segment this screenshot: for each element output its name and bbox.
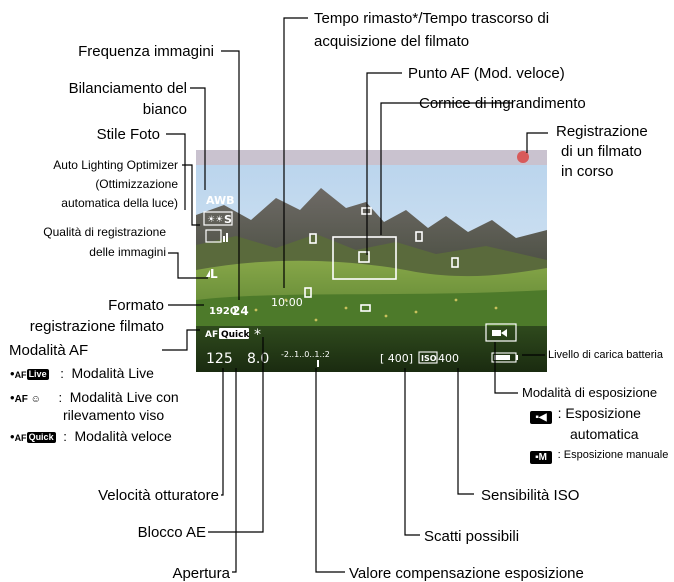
recording-dot — [517, 151, 529, 163]
label-apertura: Apertura — [172, 565, 230, 582]
osd-ae-lock: * — [254, 327, 261, 343]
label-bilanciamento-line2: bianco — [142, 101, 187, 118]
label-frequenza: Frequenza immagini — [78, 43, 214, 60]
legend-af-face: •AF ☺ : Modalità Live con — [10, 389, 179, 405]
osd-af-prefix: AF — [205, 330, 218, 340]
label-modalita-esposizione: Modalità di esposizione — [522, 385, 658, 400]
osd-awb: AWB — [206, 194, 235, 207]
label-tempo-line2: acquisizione del filmato — [314, 33, 470, 50]
af-points — [304, 207, 459, 312]
osd-af-mode: Quick — [221, 330, 250, 340]
osd-frame-rate: 24 — [232, 304, 249, 318]
label-velocita: Velocità otturatore — [98, 487, 219, 504]
label-scatti: Scatti possibili — [424, 528, 520, 545]
label-alo-line1: Auto Lighting Optimizer — [53, 158, 178, 172]
osd-alo-icon — [205, 229, 222, 243]
legend-af-face-line2: rilevamento viso — [63, 407, 165, 423]
label-alo-line2: (Ottimizzazione — [95, 177, 178, 191]
legend-esp-manuale: ▪M : Esposizione manuale — [530, 446, 668, 464]
label-punto-af: Punto AF (Mod. veloce) — [408, 65, 565, 82]
label-sensibilita: Sensibilità ISO — [481, 487, 580, 504]
osd-iso-tag: ISO — [421, 354, 437, 363]
osd-shots: [ 400] — [380, 352, 413, 365]
label-tempo-line1: Tempo rimasto*/Tempo trascorso di — [314, 10, 550, 27]
osd-movie-size: 1920 — [209, 306, 237, 317]
label-qualita-line1: Qualità di registrazione — [43, 225, 166, 239]
label-cornice: Cornice di ingrandimento — [419, 95, 586, 112]
legend-esp-auto: ▪◀ : Esposizione — [530, 405, 641, 424]
label-registrazione-line2: di un filmato — [561, 143, 642, 160]
exposure-manual-icon: ▪M — [530, 451, 552, 464]
osd-shutter: 125 — [206, 351, 233, 367]
label-livello-batteria: Livello di carica batteria — [548, 349, 663, 361]
exposure-auto-icon: ▪◀ — [530, 411, 552, 424]
osd-exposure-mode-icon — [485, 323, 517, 342]
magnification-frame — [332, 236, 397, 280]
label-blocco-ae: Blocco AE — [137, 524, 206, 541]
label-registrazione-line3: in corso — [561, 163, 614, 180]
svg-text:☀☀: ☀☀ — [207, 215, 223, 225]
osd-time: 10:00 — [271, 296, 303, 309]
osd-picture-style: S — [224, 213, 232, 226]
label-formato-line1: Formato — [108, 297, 164, 314]
label-alo-line3: automatica della luce) — [61, 196, 178, 210]
label-modalita-af: Modalità AF — [9, 342, 89, 359]
osd-aperture: 8.0 — [247, 351, 269, 367]
label-formato-line2: registrazione filmato — [29, 318, 164, 335]
label-compensazione: Valore compensazione esposizione — [349, 565, 584, 582]
osd-iso-value: 400 — [438, 352, 459, 365]
osd-exp-scale: -2..1..0..1.:2 — [281, 350, 330, 359]
label-qualita-line2: delle immagini — [89, 245, 166, 259]
legend-esp-auto-line2: automatica — [570, 426, 639, 442]
label-stile-foto: Stile Foto — [96, 126, 160, 143]
label-registrazione-line1: Registrazione — [556, 123, 648, 140]
label-bilanciamento-line1: Bilanciamento del — [68, 80, 187, 97]
osd-quality: L — [210, 267, 218, 281]
